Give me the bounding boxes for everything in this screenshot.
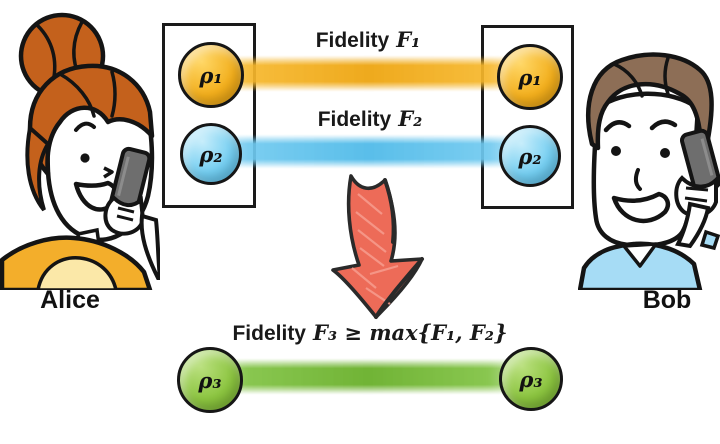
state-rho1-alice: ρ₁: [178, 42, 244, 108]
state-rho3-bob: ρ₃: [499, 347, 563, 411]
alice-label: Alice: [40, 286, 100, 314]
alice-hand: [103, 195, 160, 280]
bob-station-box: [481, 25, 574, 209]
fidelity-f1-symbol: F₁: [396, 27, 421, 52]
state-rho1-label: ρ₁: [199, 62, 223, 88]
state-rho3-label: ρ₃: [198, 367, 222, 393]
state-rho2-label: ρ₂: [199, 141, 223, 167]
fidelity-f1-word: Fidelity: [315, 29, 390, 52]
fidelity-f2-label: Fidelity F₂: [318, 106, 423, 132]
result-formula-math: F₃ ≥ max{F₁, F₂}: [312, 320, 508, 345]
bob-smile: [611, 191, 671, 224]
state-rho1-bob: ρ₁: [497, 44, 563, 110]
bob-illustration: [578, 52, 720, 290]
distillation-arrow-icon: [331, 174, 424, 319]
channel-band-f1: [202, 55, 536, 92]
channel-band-f2: [202, 134, 536, 169]
result-formula-word: Fidelity: [232, 322, 306, 345]
state-rho3-alice: ρ₃: [177, 347, 243, 413]
bob-phone-icon: [679, 128, 720, 193]
bob-eyes: [603, 119, 678, 191]
state-rho2-bob: ρ₂: [499, 125, 561, 187]
fidelity-f2-word: Fidelity: [317, 108, 392, 131]
fidelity-f1-label: Fidelity F₁: [316, 27, 421, 53]
bob-hand: [674, 175, 720, 251]
state-rho1-label: ρ₁: [518, 64, 542, 90]
channel-band-f3: [200, 358, 536, 395]
fidelity-f2-symbol: F₂: [398, 106, 423, 131]
alice-hair-icon: [25, 63, 155, 212]
state-rho2-alice: ρ₂: [180, 123, 242, 185]
alice-station-box: [162, 23, 256, 208]
state-rho2-label: ρ₂: [518, 143, 542, 169]
result-formula: Fidelity F₃ ≥ max{F₁, F₂}: [232, 320, 507, 346]
state-rho3-label: ρ₃: [519, 366, 543, 392]
bob-label: Bob: [642, 286, 692, 314]
bob-shirt: [578, 241, 703, 290]
alice-shirt: [0, 227, 153, 290]
alice-illustration: [0, 12, 160, 290]
